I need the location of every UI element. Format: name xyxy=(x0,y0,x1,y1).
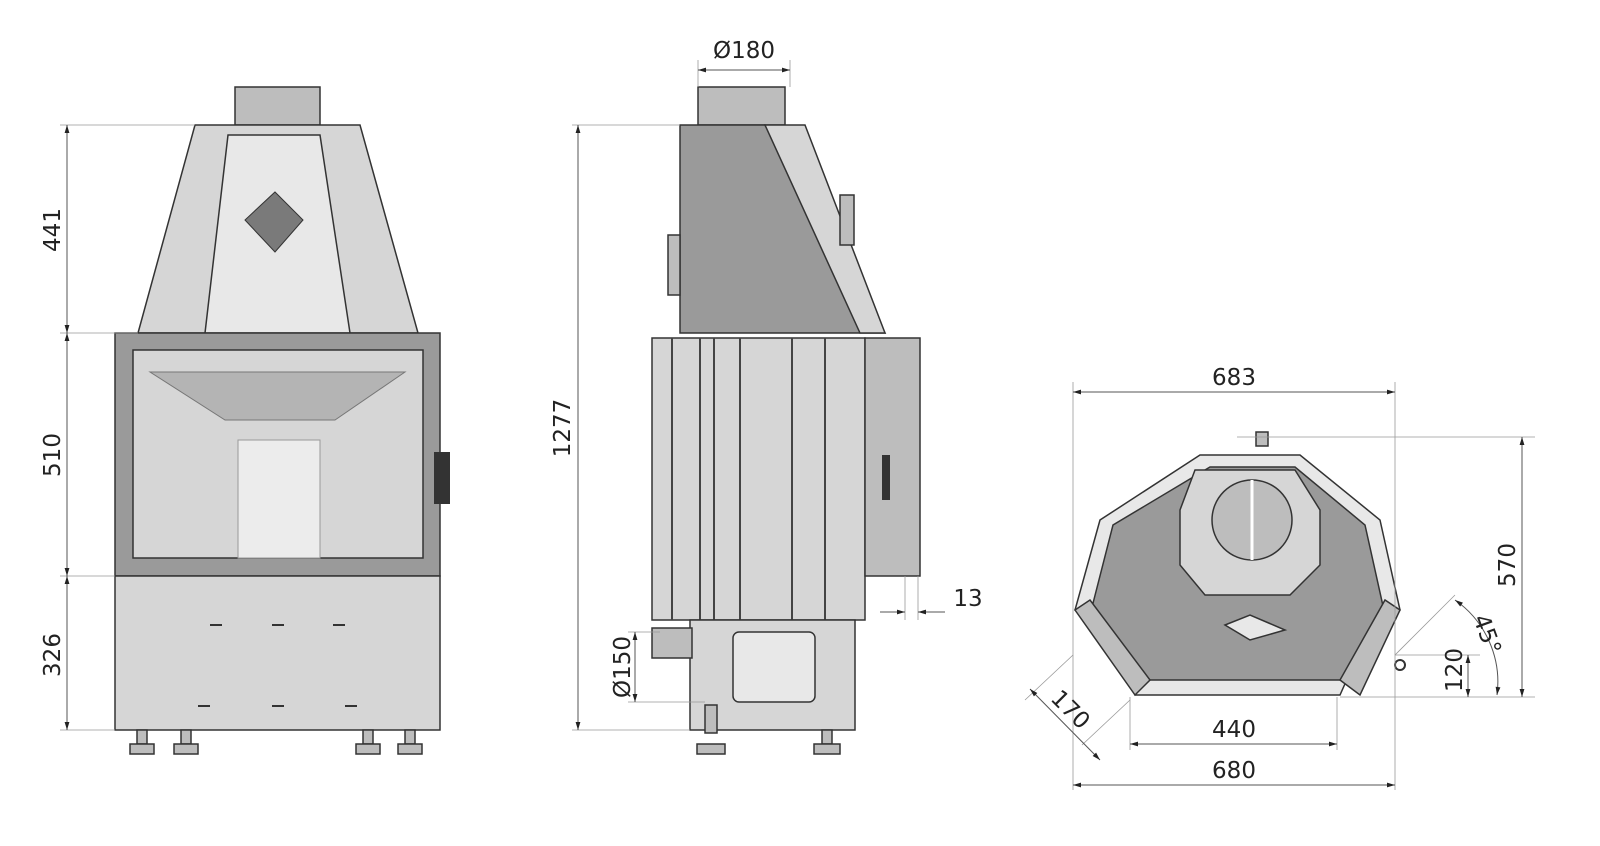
dim-base-height: 326 xyxy=(40,633,66,677)
front-legs xyxy=(129,729,423,755)
dim-flue-diameter: Ø180 xyxy=(713,38,775,64)
side-view: Ø180 1277 Ø150 13 xyxy=(550,38,983,755)
front-flue-collar xyxy=(234,86,321,126)
dim-door-offset: 13 xyxy=(953,586,982,612)
door-handle xyxy=(434,452,450,504)
hood-inspection-diamond xyxy=(244,191,304,253)
side-door xyxy=(864,337,921,577)
front-view: 441 510 326 xyxy=(40,86,450,755)
top-diamond-opening xyxy=(1223,614,1288,641)
dim-side-length: 170 xyxy=(1045,685,1094,734)
dim-glass-height: 510 xyxy=(40,433,66,477)
dim-side-offset: 120 xyxy=(1442,648,1468,692)
dim-top-width: 683 xyxy=(1212,365,1256,391)
dim-air-inlet-diameter: Ø150 xyxy=(610,636,636,698)
top-view: 683 570 120 45° 170 440 680 xyxy=(1024,365,1535,790)
dim-angle: 45° xyxy=(1467,611,1505,658)
side-body xyxy=(651,337,866,621)
dim-depth: 570 xyxy=(1495,543,1521,587)
dim-front-width: 440 xyxy=(1212,717,1256,743)
dim-total-height: 1277 xyxy=(550,399,576,458)
dim-bottom-width: 680 xyxy=(1212,758,1256,784)
air-inlet xyxy=(732,631,816,703)
dim-hood-height: 441 xyxy=(40,208,66,252)
front-base xyxy=(114,575,441,731)
side-flue-collar xyxy=(697,86,786,126)
